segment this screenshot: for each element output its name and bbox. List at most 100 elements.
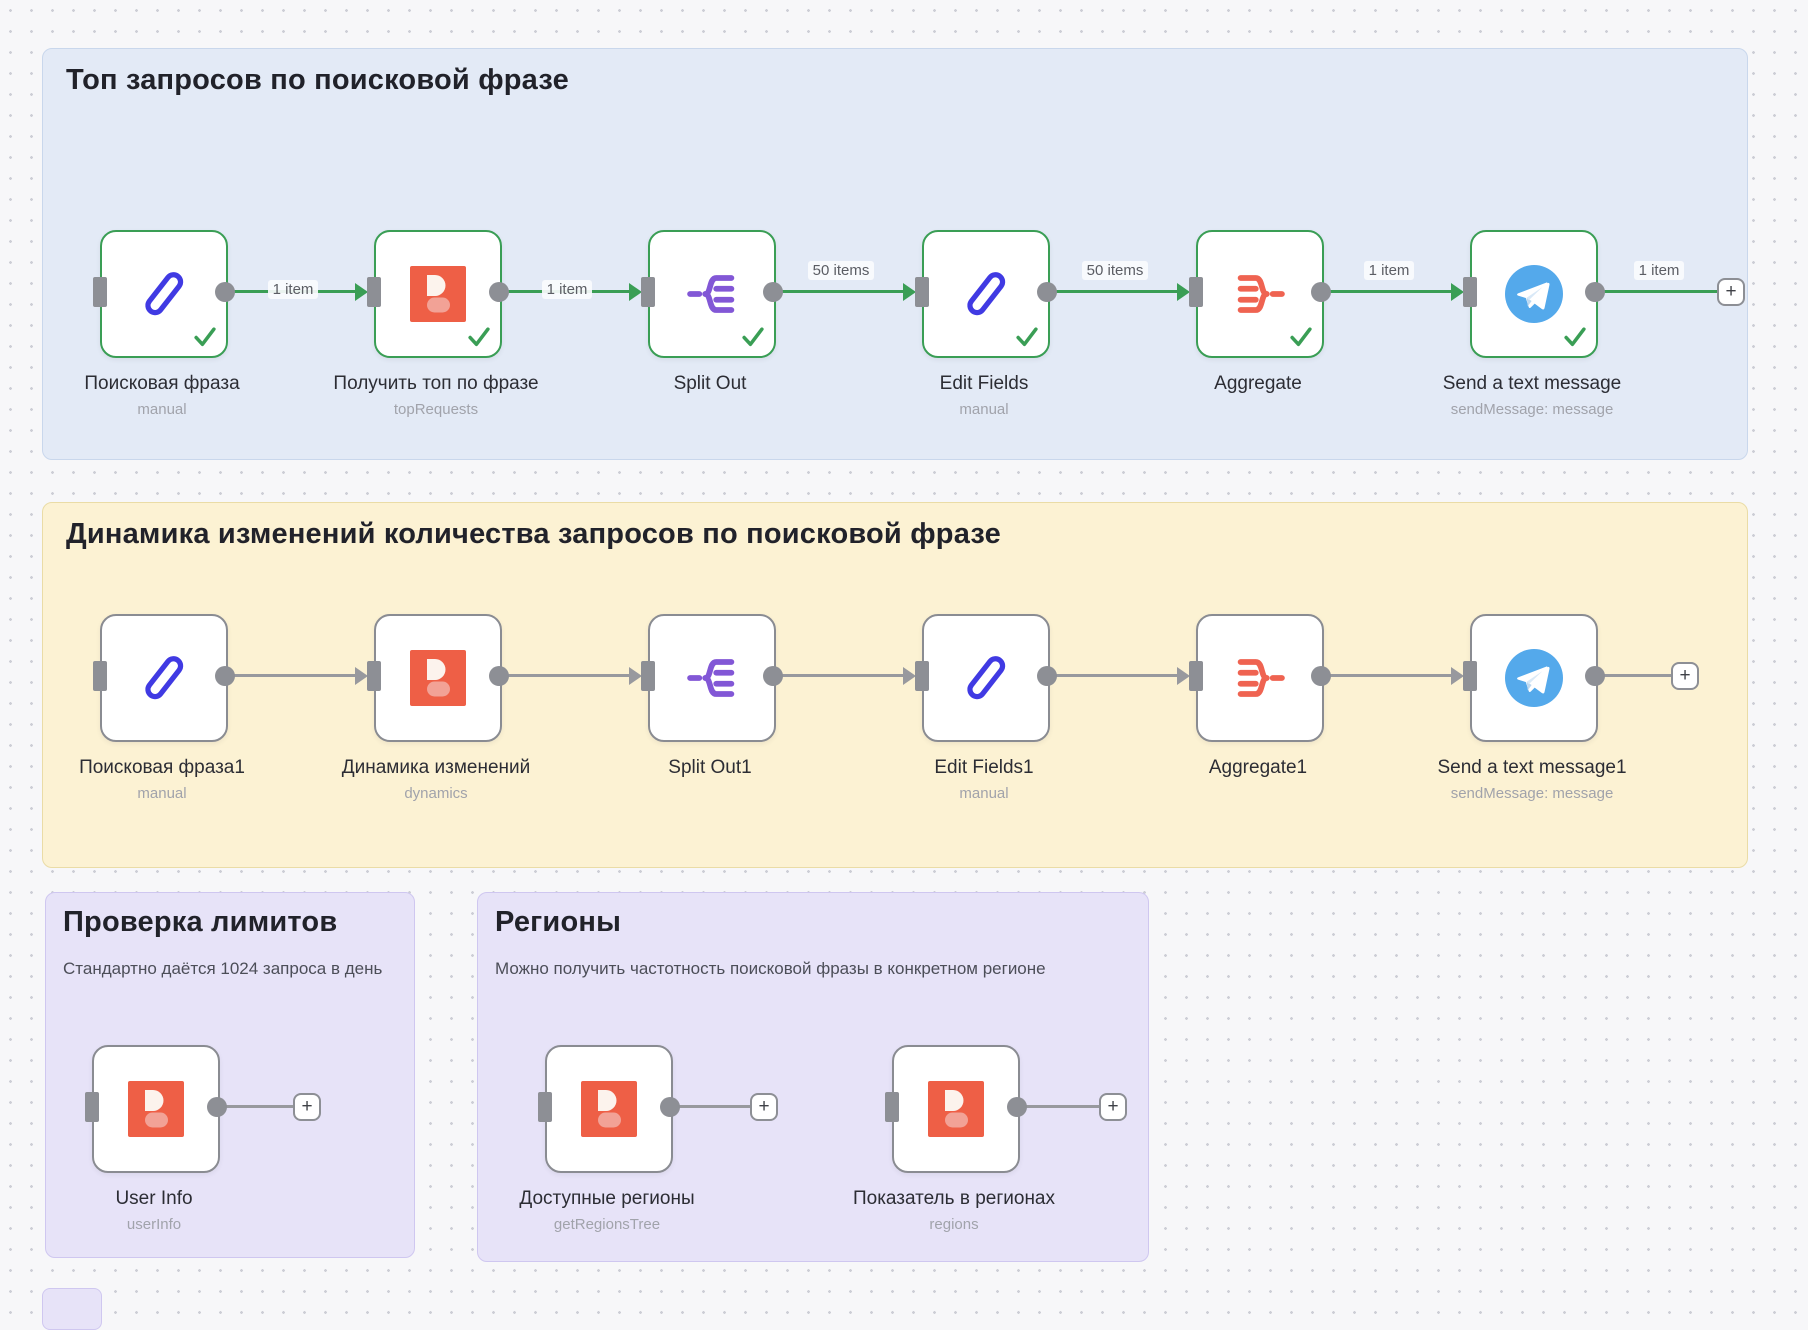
- node-aggregate1[interactable]: [1196, 614, 1324, 742]
- input-port[interactable]: [1189, 277, 1203, 307]
- node-subtitle: manual: [959, 401, 1009, 418]
- telegram-icon: [1505, 265, 1563, 323]
- input-port[interactable]: [538, 1092, 552, 1122]
- add-node-button[interactable]: +: [293, 1093, 321, 1121]
- add-node-button[interactable]: +: [1671, 662, 1699, 690]
- bukvarix-icon: [581, 1081, 637, 1137]
- connection[interactable]: [1328, 290, 1451, 293]
- connection[interactable]: [224, 1105, 293, 1108]
- connection-arrow-icon: [355, 667, 368, 685]
- output-port[interactable]: [489, 282, 509, 302]
- node-name: Send a text message1: [1437, 757, 1627, 778]
- node-name: Aggregate1: [1208, 757, 1308, 778]
- output-port[interactable]: [1037, 666, 1057, 686]
- connection[interactable]: [1602, 290, 1717, 293]
- output-port[interactable]: [215, 666, 235, 686]
- output-port[interactable]: [1585, 666, 1605, 686]
- connection-items-label: 50 items: [796, 261, 886, 280]
- node-name: User Info: [115, 1188, 193, 1209]
- output-port[interactable]: [489, 666, 509, 686]
- connection-arrow-icon: [629, 667, 642, 685]
- connection[interactable]: [780, 290, 903, 293]
- connection-items-label: 1 item: [1614, 261, 1704, 280]
- input-port[interactable]: [367, 661, 381, 691]
- output-port[interactable]: [1007, 1097, 1027, 1117]
- node-name: Aggregate: [1214, 373, 1302, 394]
- input-port[interactable]: [641, 661, 655, 691]
- node-aggregate[interactable]: [1196, 230, 1324, 358]
- input-port[interactable]: [885, 1092, 899, 1122]
- add-node-button[interactable]: +: [1099, 1093, 1127, 1121]
- node-search-phrase1[interactable]: [100, 614, 228, 742]
- section-title: Динамика изменений количества запросов п…: [66, 518, 1001, 550]
- node-subtitle: manual: [137, 401, 187, 418]
- input-port[interactable]: [1463, 277, 1477, 307]
- sticky-note-corner[interactable]: [42, 1288, 102, 1330]
- node-available-regions[interactable]: [545, 1045, 673, 1173]
- section-description: Стандартно даётся 1024 запроса в день: [63, 959, 383, 978]
- input-port[interactable]: [641, 277, 655, 307]
- node-get-top-by-phrase[interactable]: [374, 230, 502, 358]
- input-port[interactable]: [915, 661, 929, 691]
- node-name: Поисковая фраза1: [79, 757, 245, 778]
- input-port[interactable]: [85, 1092, 99, 1122]
- node-name: Send a text message: [1442, 373, 1622, 394]
- add-node-button[interactable]: +: [1717, 278, 1745, 306]
- input-port[interactable]: [93, 661, 107, 691]
- connection[interactable]: [1024, 1105, 1099, 1108]
- input-port[interactable]: [367, 277, 381, 307]
- output-port[interactable]: [1311, 282, 1331, 302]
- bukvarix-icon: [410, 650, 466, 706]
- output-port[interactable]: [207, 1097, 227, 1117]
- node-name: Доступные регионы: [519, 1188, 695, 1209]
- input-port[interactable]: [1189, 661, 1203, 691]
- connection[interactable]: [1054, 290, 1177, 293]
- output-port[interactable]: [1037, 282, 1057, 302]
- pencil-icon: [961, 269, 1011, 319]
- connection[interactable]: [1054, 674, 1177, 677]
- input-port[interactable]: [93, 277, 107, 307]
- bukvarix-icon: [928, 1081, 984, 1137]
- node-name: Edit Fields1: [934, 757, 1034, 778]
- add-node-button[interactable]: +: [750, 1093, 778, 1121]
- sticky-note-top-requests[interactable]: [42, 48, 1748, 460]
- connection-arrow-icon: [1451, 667, 1464, 685]
- input-port[interactable]: [1463, 661, 1477, 691]
- node-subtitle: manual: [959, 785, 1009, 802]
- node-name: Поисковая фраза: [84, 373, 240, 394]
- connection[interactable]: [232, 674, 355, 677]
- output-port[interactable]: [660, 1097, 680, 1117]
- node-subtitle: sendMessage: message: [1450, 401, 1614, 418]
- node-split-out[interactable]: [648, 230, 776, 358]
- node-edit-fields1[interactable]: [922, 614, 1050, 742]
- node-indicator-in-regions[interactable]: [892, 1045, 1020, 1173]
- bukvarix-icon: [410, 266, 466, 322]
- connection-arrow-icon: [355, 283, 368, 301]
- pencil-icon: [139, 653, 189, 703]
- node-user-info[interactable]: [92, 1045, 220, 1173]
- input-port[interactable]: [915, 277, 929, 307]
- connection[interactable]: [1328, 674, 1451, 677]
- node-send-text-message[interactable]: [1470, 230, 1598, 358]
- output-port[interactable]: [763, 282, 783, 302]
- node-edit-fields[interactable]: [922, 230, 1050, 358]
- node-name: Edit Fields: [939, 373, 1029, 394]
- node-dynamics[interactable]: [374, 614, 502, 742]
- connection[interactable]: [506, 674, 629, 677]
- output-port[interactable]: [1585, 282, 1605, 302]
- output-port[interactable]: [215, 282, 235, 302]
- connection[interactable]: [1602, 674, 1671, 677]
- section-title: Проверка лимитов: [63, 906, 338, 938]
- node-send-text-message1[interactable]: [1470, 614, 1598, 742]
- node-search-phrase[interactable]: [100, 230, 228, 358]
- connection[interactable]: [780, 674, 903, 677]
- aggregate-icon: [1233, 267, 1287, 321]
- success-check-icon: [742, 327, 764, 347]
- pencil-icon: [961, 653, 1011, 703]
- connection[interactable]: [677, 1105, 750, 1108]
- output-port[interactable]: [1311, 666, 1331, 686]
- output-port[interactable]: [763, 666, 783, 686]
- success-check-icon: [468, 327, 490, 347]
- node-split-out1[interactable]: [648, 614, 776, 742]
- pencil-icon: [139, 269, 189, 319]
